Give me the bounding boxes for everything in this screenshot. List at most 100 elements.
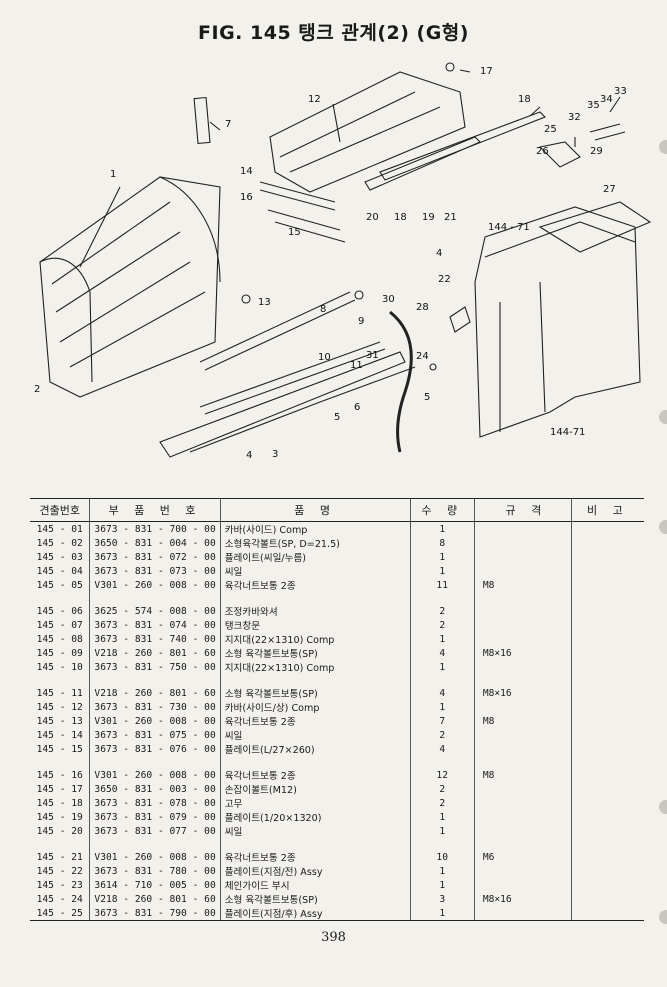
cell-name: 조정카바와셔 [219, 604, 411, 618]
cell-qty: 1 [409, 550, 475, 564]
cell-name: 육각너트보통 2종 [219, 714, 411, 728]
callout-16: 16 [240, 192, 253, 203]
callout-12: 12 [308, 94, 321, 105]
cell-qty: 1 [409, 632, 475, 646]
cell-spec: M8 [473, 578, 572, 592]
cell-qty: 1 [409, 521, 475, 536]
cell-note [570, 550, 644, 564]
machine-body-shape [474, 206, 641, 438]
cell-no: 145 - 07 [36, 619, 83, 631]
cell-no: 145 - 16 [36, 769, 83, 781]
callout-34: 34 [600, 94, 613, 105]
figure-title: FIG. 145 탱크 관계(2) (G형) [198, 22, 469, 44]
cell-no: 145 - 02 [36, 537, 83, 549]
spacer-cell [219, 756, 411, 768]
cell-qty: 8 [409, 536, 475, 550]
cell-note [570, 782, 644, 796]
callout-144-71b: 144-71 [550, 427, 585, 438]
cell-part: 3673 - 831 - 700 - 00 [89, 521, 221, 536]
cell-no: 145 - 05 [36, 579, 83, 591]
cell-name: 카바(사이드) Comp [219, 521, 411, 536]
cell-name: 플레이트(지점/후) Assy [219, 906, 411, 921]
cell-part: V301 - 260 - 008 - 00 [89, 714, 221, 728]
cell-spec [473, 742, 572, 756]
callout-5a: 5 [334, 412, 340, 423]
cell-part: 3614 - 710 - 005 - 00 [89, 878, 221, 892]
callout-17: 17 [480, 66, 493, 77]
binding-hole [659, 140, 667, 154]
spacer-cell [473, 838, 572, 850]
header-ref-number: 견출번호 [30, 498, 90, 522]
cell-name: 카바(사이드/상) Comp [219, 700, 411, 714]
cell-name: 소형육각볼트(SP, D=21.5) [219, 536, 411, 550]
binding-hole [659, 910, 667, 924]
callout-1: 1 [110, 169, 116, 180]
table-header-row: 견출번호 부 품 번 호 품 명 수 량 규 격 비 고 [30, 498, 644, 522]
cell-qty: 1 [409, 660, 475, 674]
callout-4b: 4 [436, 248, 442, 259]
callout-7: 7 [225, 119, 231, 130]
cell-part: 3673 - 831 - 740 - 00 [89, 632, 221, 646]
cell-name: 소형 육각볼트보통(SP) [219, 686, 411, 700]
cell-note [570, 564, 644, 578]
spacer-cell [473, 674, 572, 686]
cell-part: 3650 - 831 - 003 - 00 [89, 782, 221, 796]
spacer-cell [219, 592, 411, 604]
cell-qty: 1 [409, 906, 475, 921]
cell-spec [473, 521, 572, 536]
cell-name: 지지대(22×1310) Comp [219, 632, 411, 646]
callout-2: 2 [34, 384, 40, 395]
cell-no: 145 - 11 [36, 687, 83, 699]
cell-no: 145 - 20 [36, 825, 83, 837]
callout-26: 26 [536, 146, 549, 157]
cell-spec [473, 878, 572, 892]
cell-part: 3673 - 831 - 750 - 00 [89, 660, 221, 674]
top-cover-shape [269, 71, 466, 193]
cell-no: 145 - 19 [36, 811, 83, 823]
cell-note [570, 810, 644, 824]
cell-part: 3673 - 831 - 078 - 00 [89, 796, 221, 810]
spacer-cell [89, 592, 221, 604]
cell-name: 육각너트보통 2종 [219, 578, 411, 592]
cell-qty: 7 [409, 714, 475, 728]
cell-part: 3673 - 831 - 074 - 00 [89, 618, 221, 632]
cell-part: 3673 - 831 - 072 - 00 [89, 550, 221, 564]
cell-spec [473, 550, 572, 564]
cell-note [570, 864, 644, 878]
cell-note [570, 768, 644, 782]
cell-note [570, 850, 644, 864]
cell-no: 145 - 14 [36, 729, 83, 741]
cell-qty: 2 [409, 604, 475, 618]
cell-name: 플레이트(1/20×1320) [219, 810, 411, 824]
cell-note [570, 714, 644, 728]
cell-note [570, 618, 644, 632]
cell-qty: 3 [409, 892, 475, 906]
group-spacer [30, 756, 644, 768]
cell-part: 3673 - 831 - 790 - 00 [89, 906, 221, 921]
cell-part: V301 - 260 - 008 - 00 [89, 850, 221, 864]
cell-spec [473, 906, 572, 921]
cell-name: 플레이트(씨일/누름) [219, 550, 411, 564]
cell-part: V301 - 260 - 008 - 00 [89, 578, 221, 592]
cell-name: 플레이트(지점/전) Assy [219, 864, 411, 878]
cell-no: 145 - 25 [30, 906, 90, 921]
spacer-cell [473, 592, 572, 604]
cell-note [570, 796, 644, 810]
cell-name: 손잡이볼트(M12) [219, 782, 411, 796]
callout-8: 8 [320, 304, 326, 315]
cell-note [570, 892, 644, 906]
